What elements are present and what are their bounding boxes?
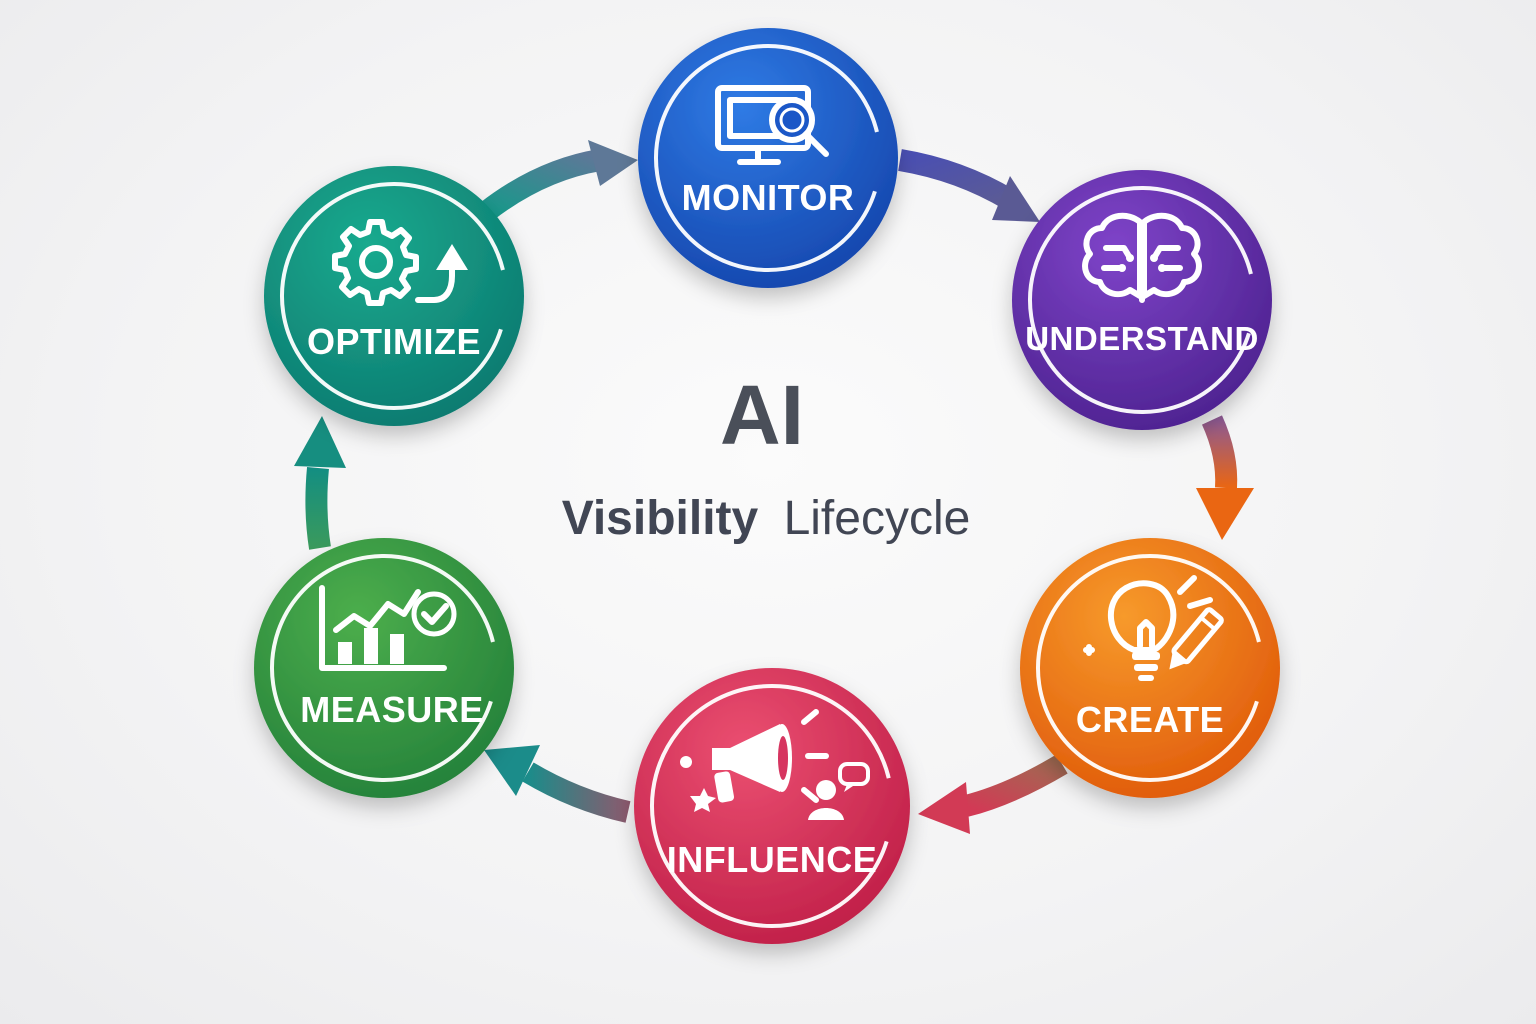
arrow-optimize-to-monitor [479,140,638,221]
stage-influence: INFLUENCE [634,668,910,944]
arrow-monitor-to-understand [898,149,1040,222]
title-main: AI [720,368,804,462]
stage-measure: MEASURE [254,538,514,798]
lightbulb-pencil-icon [1083,575,1224,681]
center-title: AI Visibility Lifecycle [562,368,971,545]
gear-arrow-icon [332,219,468,306]
stage-label-influence: INFLUENCE [667,839,878,880]
monitor-search-icon [715,85,829,165]
arrow-measure-to-optimize [294,416,346,550]
stage-label-monitor: MONITOR [682,177,855,218]
brain-icon [1082,212,1202,303]
title-subtitle-light: Lifecycle [784,492,971,545]
arrow-influence-to-measure [484,745,631,823]
arrow-understand-to-create [1196,415,1254,540]
chart-check-icon [319,585,457,671]
stage-create: CREATE [1020,538,1280,798]
stage-monitor: MONITOR [638,28,898,288]
arrow-create-to-influence [918,754,1068,834]
stage-label-create: CREATE [1076,699,1224,740]
stage-understand: UNDERSTAND [1012,170,1272,430]
stage-optimize: OPTIMIZE [264,166,524,426]
title-subtitle: Visibility Lifecycle [562,492,971,545]
stage-label-understand: UNDERSTAND [1025,320,1259,357]
title-subtitle-bold: Visibility [562,492,759,545]
megaphone-icon [680,709,870,820]
stage-label-measure: MEASURE [300,689,484,730]
stage-label-optimize: OPTIMIZE [307,321,481,362]
